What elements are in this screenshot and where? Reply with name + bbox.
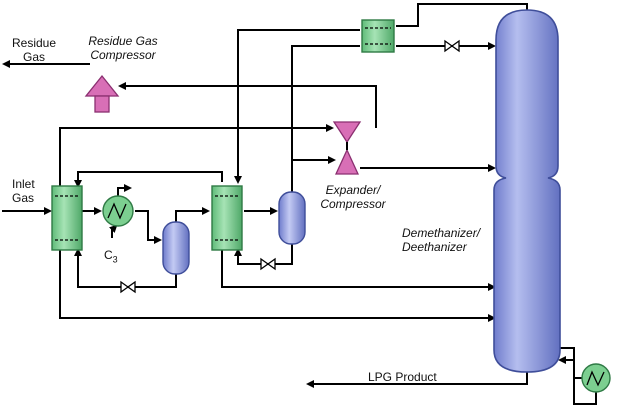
hx1-to-compressor-line (59, 124, 334, 186)
valve-icon[interactable] (120, 280, 136, 294)
residue-gas-compressor-label-line1: Residue Gas (88, 34, 158, 48)
c3-in-line (108, 224, 118, 238)
lpg-product-line (306, 370, 528, 388)
residue-gas-label-line1: Residue (11, 36, 57, 50)
overhead-to-hx2-line (234, 29, 360, 184)
residue-gas-label-line2: Gas (22, 50, 45, 64)
heat-exchanger-1[interactable] (51, 185, 83, 251)
cooler-to-separator1-line (135, 210, 162, 244)
inlet-gas-label: Inlet Gas (12, 177, 35, 205)
c3-label: C3 (104, 248, 118, 266)
reboiler[interactable] (581, 363, 611, 393)
hx2-to-hx1-return-line (74, 171, 223, 188)
valve-icon[interactable] (444, 39, 460, 53)
demethanizer-column[interactable] (493, 9, 561, 373)
hx2-to-column-line (221, 250, 496, 291)
separator1-liquid-line (74, 248, 177, 288)
reflux-exchanger[interactable] (361, 19, 395, 53)
residue-gas-compressor-label-line2: Compressor (90, 48, 156, 62)
inlet-gas-label-line1: Inlet (12, 177, 35, 191)
reboiler-return-line (558, 356, 597, 405)
expander-compressor-label: Expander/ Compressor (316, 183, 390, 211)
separator2-liquid-line (234, 244, 293, 265)
c3-out-line (117, 184, 132, 198)
residue-gas-label: Residue Gas (8, 36, 60, 64)
expander-compressor[interactable] (332, 121, 362, 175)
c3-label-subscript: 3 (112, 254, 118, 265)
valve-icon[interactable] (260, 257, 276, 271)
heat-exchanger-2[interactable] (211, 185, 243, 251)
column-label-line1: Demethanizer/ (402, 226, 481, 240)
lpg-product-label: LPG Product (368, 370, 437, 384)
separator1-to-hx2-line (175, 207, 210, 222)
c3-label-text: C (104, 248, 113, 262)
separator-vessel-1[interactable] (162, 221, 190, 275)
valves (120, 39, 460, 294)
residue-gas-compressor[interactable] (84, 74, 120, 113)
separator-vessel-2[interactable] (278, 191, 306, 245)
hx1-to-column-lower-line (59, 250, 496, 322)
column-label: Demethanizer/ Deethanizer (402, 226, 480, 254)
residue-gas-compressor-label: Residue Gas Compressor (78, 34, 168, 62)
inlet-gas-label-line2: Gas (12, 191, 35, 205)
column-label-line2: Deethanizer (402, 240, 467, 254)
column-overhead-line (396, 3, 528, 27)
expander-compressor-label-line2: Compressor (320, 197, 386, 211)
expander-compressor-label-line1: Expander/ (325, 183, 381, 197)
to-residue-compressor-line (118, 82, 377, 128)
reflux-side-line (291, 45, 360, 160)
c3-chiller[interactable] (102, 195, 134, 227)
